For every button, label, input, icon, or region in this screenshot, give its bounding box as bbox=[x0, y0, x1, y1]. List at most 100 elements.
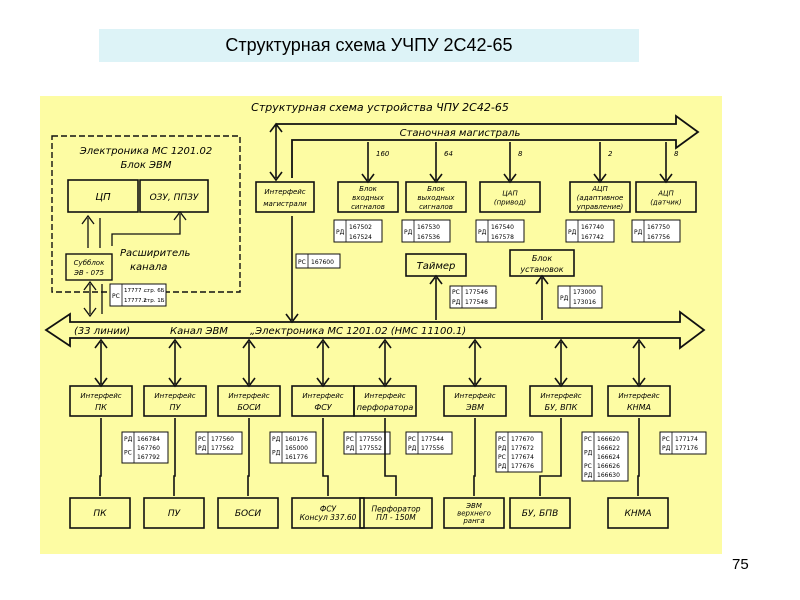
timer-doc-label: РД bbox=[452, 299, 461, 306]
interface-doc bbox=[405, 431, 453, 455]
interface-device-link bbox=[384, 418, 397, 496]
interface-doc bbox=[195, 431, 243, 455]
interface-doc-label: РД bbox=[272, 436, 281, 443]
top-block-label: управление) bbox=[576, 203, 624, 211]
bus-interface-doc-label: РС bbox=[298, 259, 306, 266]
top-block-bus-arrow bbox=[503, 142, 517, 184]
interface-doc-value: 166626 bbox=[597, 463, 620, 470]
bus-interface-box bbox=[255, 181, 315, 213]
timer-doc-value: 177546 bbox=[465, 289, 488, 296]
subblock-code: ЭВ - 075 bbox=[73, 269, 105, 277]
device-label: ранга bbox=[462, 517, 484, 525]
top-block-label: входных bbox=[352, 194, 384, 202]
interface-device-link bbox=[637, 418, 640, 496]
interface-doc bbox=[581, 431, 629, 482]
computer-block-title: Электроника МС 1201.02 bbox=[79, 146, 212, 157]
device-box bbox=[291, 497, 365, 529]
interface-channel-link bbox=[632, 338, 646, 388]
subblock-channel-arrow bbox=[83, 280, 103, 318]
interface-doc-value: 177176 bbox=[675, 445, 698, 452]
settings-doc-value: 173000 bbox=[573, 289, 596, 296]
interface-name: перфоратора bbox=[357, 403, 414, 412]
device-label: ПЛ - 150М bbox=[376, 513, 416, 522]
interface-doc-value: 177670 bbox=[511, 436, 534, 443]
top-block-doc-value: 167540 bbox=[491, 224, 514, 231]
top-block-doc-value: 167536 bbox=[417, 234, 440, 241]
slide-title: Структурная схема УЧПУ 2С42-65 bbox=[225, 35, 513, 55]
settings-doc bbox=[557, 285, 603, 309]
interface-name: ПК bbox=[95, 403, 107, 412]
interface-label: Интерфейс bbox=[228, 392, 269, 400]
interface-doc-value: 177552 bbox=[359, 445, 382, 452]
interface-doc-label: РД bbox=[272, 450, 281, 457]
interface-doc-value: 177562 bbox=[211, 445, 234, 452]
timer-doc-label: РС bbox=[452, 289, 460, 296]
top-block-bus-arrow bbox=[361, 142, 375, 184]
top-block-doc-value: 167502 bbox=[349, 224, 372, 231]
cpu-subblock-arrows bbox=[81, 210, 187, 248]
expander-label-2: канала bbox=[130, 262, 167, 273]
interface-doc-value: 177550 bbox=[359, 436, 382, 443]
interface-doc-value: 161776 bbox=[285, 454, 308, 461]
device-label: БОСИ bbox=[235, 509, 262, 519]
interface-label: Интерфейс bbox=[540, 392, 581, 400]
interface-doc bbox=[495, 431, 543, 473]
interface-label: Интерфейс bbox=[454, 392, 495, 400]
interface-channel-link bbox=[316, 338, 330, 388]
top-block-bus-width: 8 bbox=[518, 150, 523, 158]
interface-doc-value: 177544 bbox=[421, 436, 444, 443]
interface-doc-label: РС bbox=[498, 454, 506, 461]
computer-doc-box bbox=[109, 283, 167, 307]
interface-doc-value: 167792 bbox=[137, 454, 160, 461]
top-block-label: (привод) bbox=[494, 199, 527, 207]
bus-interface-doc-value: 167600 bbox=[311, 259, 334, 266]
interface-doc bbox=[659, 431, 707, 455]
interface-name: БУ, ВПК bbox=[545, 403, 578, 412]
device-label: ПК bbox=[93, 509, 107, 519]
interface-name: БОСИ bbox=[237, 403, 260, 412]
bus-interface-label-2: магистрали bbox=[263, 200, 307, 208]
device-label: верхнего bbox=[457, 509, 491, 517]
interface-doc-value: 166624 bbox=[597, 454, 620, 461]
interface-channel-link bbox=[554, 338, 568, 388]
bus-interface-label: Интерфейс bbox=[264, 188, 305, 196]
computer-doc-value: 17777 ... bbox=[124, 288, 149, 294]
interface-doc-label: РД bbox=[408, 445, 417, 452]
top-block-doc-value: 167740 bbox=[581, 224, 604, 231]
computer-doc-value: 17777.2 bbox=[124, 298, 147, 304]
interface-doc-label: РС bbox=[498, 436, 506, 443]
structure-diagram: Структурная схема устройства ЧПУ 2С42-65… bbox=[44, 101, 707, 529]
interface-device-link bbox=[539, 418, 562, 496]
memory-label: ОЗУ, ППЗУ bbox=[150, 193, 199, 203]
interface-doc-value: 166622 bbox=[597, 445, 620, 452]
interface-doc-value: 165000 bbox=[285, 445, 308, 452]
memory-box bbox=[139, 179, 209, 213]
interface-doc-value: 177560 bbox=[211, 436, 234, 443]
device-box bbox=[69, 497, 131, 529]
interface-doc-label: РС bbox=[346, 436, 354, 443]
diagram-heading: Структурная схема устройства ЧПУ 2С42-65 bbox=[251, 101, 509, 114]
interface-name: ФСУ bbox=[314, 403, 332, 412]
settings-link bbox=[535, 274, 549, 320]
interface-label: Интерфейс bbox=[80, 392, 121, 400]
settings-label: Блок bbox=[532, 254, 552, 263]
top-block-label: (адаптивное bbox=[577, 194, 624, 202]
top-block-doc-label: РД bbox=[336, 229, 345, 236]
interface-doc-label: РС bbox=[662, 436, 670, 443]
interface-doc-value: 166630 bbox=[597, 472, 620, 479]
interface-channel-link bbox=[242, 338, 256, 388]
interface-label: Интерфейс bbox=[618, 392, 659, 400]
interface-doc-label: РС bbox=[124, 450, 132, 457]
interface-doc-label: РД bbox=[498, 445, 507, 452]
interface-name: ПУ bbox=[170, 403, 182, 412]
device-label: ПУ bbox=[168, 509, 181, 519]
settings-label-2: установок bbox=[519, 265, 563, 274]
bus-interface-doc bbox=[295, 253, 341, 269]
interface-name: ЭВМ bbox=[465, 403, 484, 412]
expander-label: Расширитель bbox=[120, 248, 191, 259]
interface-doc-label: РД bbox=[584, 450, 593, 457]
interface-channel-link bbox=[168, 338, 182, 388]
timer-label: Таймер bbox=[417, 261, 456, 272]
top-block-label: выходных bbox=[417, 194, 455, 202]
settings-doc-value: 173016 bbox=[573, 299, 596, 306]
